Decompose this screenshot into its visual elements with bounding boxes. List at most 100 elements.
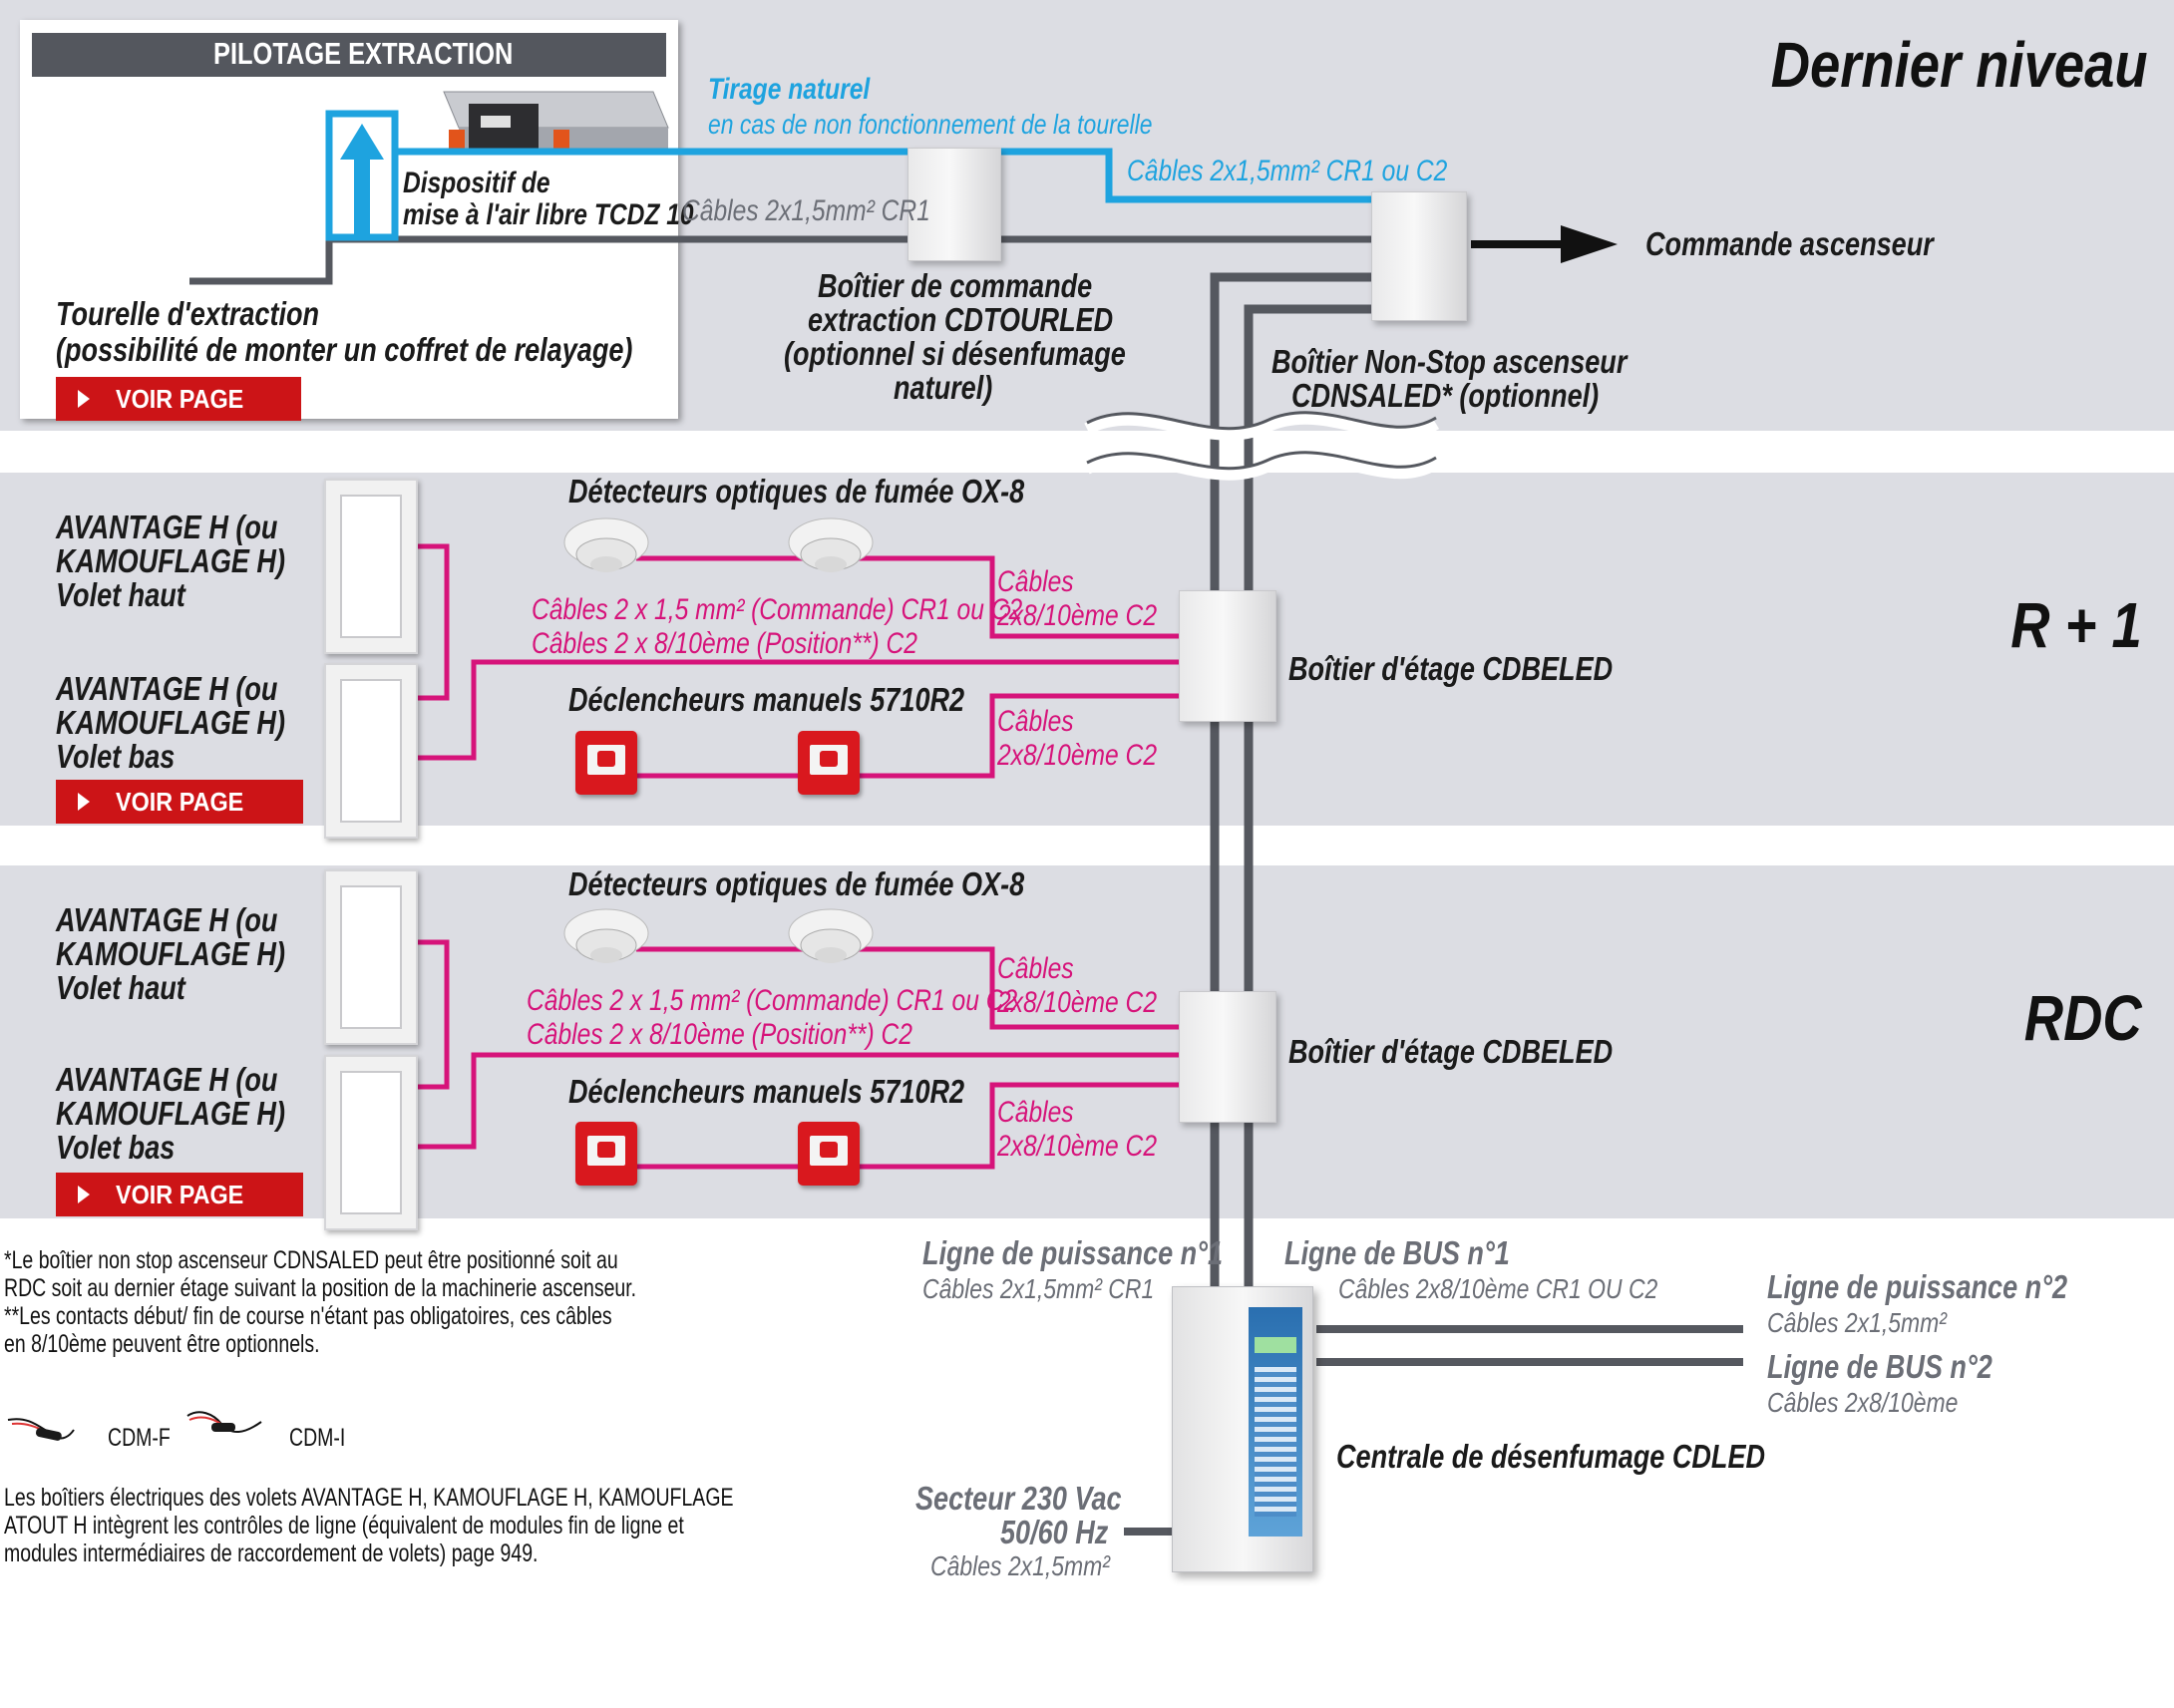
- cdnsaled-label-1: Boîtier Non-Stop ascenseur: [1271, 343, 1628, 380]
- cdtourled-box: [907, 148, 1001, 261]
- dispositif-label-1: Dispositif de: [403, 167, 550, 199]
- note-7: modules intermédiaires de raccordement d…: [4, 1539, 539, 1567]
- cdm-f-label: CDM-F: [108, 1424, 171, 1452]
- cdtourled-label-1: Boîtier de commande: [818, 267, 1093, 304]
- r1-detecteurs-label: Détecteurs optiques de fumée OX-8: [568, 473, 1025, 510]
- cables-cr1-label: Câbles 2x1,5mm² CR1: [682, 194, 930, 227]
- secteur-label-2: 50/60 Hz: [1000, 1514, 1109, 1550]
- note-4: en 8/10ème peuvent être optionnels.: [4, 1330, 320, 1358]
- tourelle-label-1: Tourelle d'extraction: [56, 295, 320, 332]
- r1-volet-bas-3: Volet bas: [56, 738, 176, 775]
- ligne-puissance-1-title: Ligne de puissance n°1: [922, 1234, 1224, 1271]
- play-arrow-icon: [78, 793, 90, 811]
- manual-call-point-icon: [575, 1122, 637, 1186]
- r1-volet-haut-3: Volet haut: [56, 576, 185, 613]
- rdc-cables-top-1: Câbles: [997, 952, 1074, 985]
- cables-cr1-c2-label: Câbles 2x1,5mm² CR1 ou C2: [1127, 155, 1448, 187]
- rdc-cables-bot-1: Câbles: [997, 1096, 1074, 1129]
- level-dernier-niveau: Dernier niveau: [1771, 29, 2148, 101]
- ligne-bus-2-title: Ligne de BUS n°2: [1767, 1348, 1993, 1385]
- dispositif-label-2: mise à l'air libre TCDZ 10: [403, 198, 694, 231]
- r1-cables-top-1: Câbles: [997, 565, 1074, 598]
- note-6: ATOUT H intègrent les contrôles de ligne…: [4, 1512, 684, 1539]
- smoke-detector-icon: [788, 517, 874, 572]
- ligne-bus-1-sub: Câbles 2x8/10ème CR1 OU C2: [1338, 1273, 1658, 1304]
- rdc-volet-bas-1: AVANTAGE H (ou: [56, 1061, 278, 1098]
- ligne-puissance-1-sub: Câbles 2x1,5mm² CR1: [922, 1273, 1155, 1304]
- r1-declencheurs-label: Déclencheurs manuels 5710R2: [568, 681, 965, 718]
- pilotage-title: PILOTAGE EXTRACTION: [213, 36, 514, 71]
- r1-cables-bot-2: 2x8/10ème C2: [997, 739, 1158, 772]
- rdc-declencheurs-label: Déclencheurs manuels 5710R2: [568, 1073, 965, 1110]
- r1-volet-haut-1: AVANTAGE H (ou: [56, 509, 278, 545]
- cdnsaled-box: [1371, 191, 1467, 321]
- ligne-puissance-2-sub: Câbles 2x1,5mm²: [1767, 1307, 1947, 1338]
- cdled-central: [1172, 1286, 1313, 1572]
- cdtourled-label-2: extraction CDTOURLED: [808, 301, 1114, 338]
- manual-call-point-icon: [575, 731, 637, 795]
- cdm-i-icon: [186, 1411, 262, 1433]
- rdc-volet-bas-3: Volet bas: [56, 1129, 176, 1166]
- turret-arrow: [325, 110, 399, 241]
- cdm-i-label: CDM-I: [289, 1424, 346, 1452]
- rdc-cables-commande: Câbles 2 x 1,5 mm² (Commande) CR1 ou C2: [527, 984, 1018, 1017]
- pilotage-header: [32, 33, 666, 77]
- voir-page-949-button[interactable]: VOIR PAGE 949: [56, 1173, 303, 1253]
- damper-illustration: [443, 91, 669, 152]
- volet-haut-panel-r1: [324, 479, 418, 654]
- manual-call-point-icon: [798, 1122, 860, 1186]
- play-arrow-icon: [78, 390, 90, 408]
- cdled-label: Centrale de désenfumage CDLED: [1336, 1438, 1766, 1475]
- smoke-detector-icon: [563, 908, 649, 963]
- note-3: **Les contacts début/ fin de course n'ét…: [4, 1302, 612, 1330]
- pilotage-card: [20, 20, 678, 419]
- cdtourled-label-4: naturel): [894, 369, 993, 406]
- rdc-cables-position: Câbles 2 x 8/10ème (Position**) C2: [527, 1018, 912, 1051]
- rdc-cdbeled-label: Boîtier d'étage CDBELED: [1288, 1033, 1614, 1070]
- commande-ascenseur-label: Commande ascenseur: [1645, 225, 1934, 262]
- rdc-cables-bot-2: 2x8/10ème C2: [997, 1130, 1158, 1163]
- volet-bas-panel-rdc: [324, 1055, 418, 1230]
- note-2: RDC soit au dernier étage suivant la pos…: [4, 1274, 637, 1302]
- r1-cables-top-2: 2x8/10ème C2: [997, 599, 1158, 632]
- play-arrow-icon: [78, 1186, 90, 1203]
- central-display: [1249, 1307, 1302, 1537]
- voir-page-677-button[interactable]: VOIR PAGE 677: [56, 377, 301, 458]
- rdc-volet-bas-2: KAMOUFLAGE H): [56, 1095, 285, 1132]
- note-1: *Le boîtier non stop ascenseur CDNSALED …: [4, 1246, 618, 1274]
- cdm-f-icon: [7, 1418, 75, 1441]
- rdc-cables-top-2: 2x8/10ème C2: [997, 986, 1158, 1019]
- tirage-naturel-title: Tirage naturel: [708, 73, 871, 106]
- ligne-bus-2-sub: Câbles 2x8/10ème: [1767, 1387, 1959, 1418]
- r1-volet-bas-1: AVANTAGE H (ou: [56, 670, 278, 707]
- volet-bas-panel-r1: [324, 663, 418, 839]
- smoke-detector-icon: [788, 908, 874, 963]
- secteur-label-1: Secteur 230 Vac: [915, 1480, 1122, 1517]
- manual-call-point-icon: [798, 731, 860, 795]
- volet-haut-panel-rdc: [324, 869, 418, 1045]
- tirage-naturel-sub: en cas de non fonctionnement de la toure…: [708, 109, 1153, 140]
- cdbeled-box-rdc: [1179, 991, 1276, 1123]
- secteur-label-3: Câbles 2x1,5mm²: [930, 1550, 1110, 1581]
- r1-cables-bot-1: Câbles: [997, 705, 1074, 738]
- ligne-bus-1-title: Ligne de BUS n°1: [1284, 1234, 1510, 1271]
- rdc-volet-haut-2: KAMOUFLAGE H): [56, 935, 285, 972]
- cdbeled-box-r1: [1179, 590, 1276, 722]
- cdnsaled-label-2: CDNSALED* (optionnel): [1291, 377, 1600, 414]
- r1-volet-bas-2: KAMOUFLAGE H): [56, 704, 285, 741]
- rdc-volet-haut-3: Volet haut: [56, 969, 185, 1006]
- rdc-detecteurs-label: Détecteurs optiques de fumée OX-8: [568, 865, 1025, 902]
- level-r1: R + 1: [2010, 589, 2142, 661]
- voir-page-949-button[interactable]: VOIR PAGE 949: [56, 780, 303, 860]
- smoke-detector-icon: [563, 517, 649, 572]
- note-5: Les boîtiers électriques des volets AVAN…: [4, 1484, 734, 1512]
- rdc-volet-haut-1: AVANTAGE H (ou: [56, 901, 278, 938]
- level-rdc: RDC: [2024, 982, 2142, 1054]
- r1-cables-position: Câbles 2 x 8/10ème (Position**) C2: [532, 627, 917, 660]
- r1-cables-commande: Câbles 2 x 1,5 mm² (Commande) CR1 ou C2: [532, 593, 1023, 626]
- ligne-puissance-2-title: Ligne de puissance n°2: [1767, 1268, 2068, 1305]
- cdtourled-label-3: (optionnel si désenfumage: [784, 335, 1126, 372]
- r1-volet-haut-2: KAMOUFLAGE H): [56, 542, 285, 579]
